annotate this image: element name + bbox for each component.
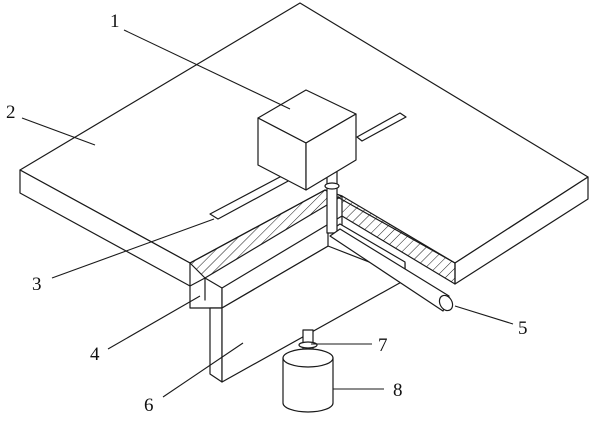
lower-frame-front: [209, 307, 223, 383]
slot-right-segment: [356, 112, 407, 142]
leader-6: [162, 342, 244, 398]
callout-8: 8: [393, 380, 403, 401]
leader-lines: [21, 29, 514, 398]
callout-labels: 1 2 3 4 5 6 7 8: [6, 11, 528, 416]
motor-body: [282, 357, 334, 413]
leader-2: [21, 117, 96, 146]
callout-2: 2: [6, 102, 16, 123]
callout-4: 4: [90, 344, 100, 365]
leader-4: [107, 295, 201, 350]
motor-top: [282, 348, 334, 368]
slot: [209, 112, 407, 220]
hatched-wall-right: [341, 195, 456, 285]
callout-1: 1: [110, 11, 120, 32]
cube: [257, 89, 357, 191]
leader-5: [454, 305, 514, 325]
pipe-body: [329, 228, 450, 312]
motor: [282, 341, 334, 413]
cutout-section: [189, 189, 456, 285]
lower-frame: [209, 237, 406, 383]
pipe: [329, 228, 454, 312]
leader-3: [51, 218, 215, 279]
support-block-front: [189, 277, 223, 309]
callout-5: 5: [518, 318, 528, 339]
cube-side: [305, 113, 357, 191]
motor-shaft-collar: [298, 341, 318, 349]
callout-7: 7: [378, 335, 388, 356]
callout-3: 3: [32, 274, 42, 295]
leader-1: [123, 29, 291, 110]
callout-6: 6: [144, 395, 154, 416]
pipe-end: [438, 294, 454, 312]
shaft-collar: [324, 182, 340, 190]
